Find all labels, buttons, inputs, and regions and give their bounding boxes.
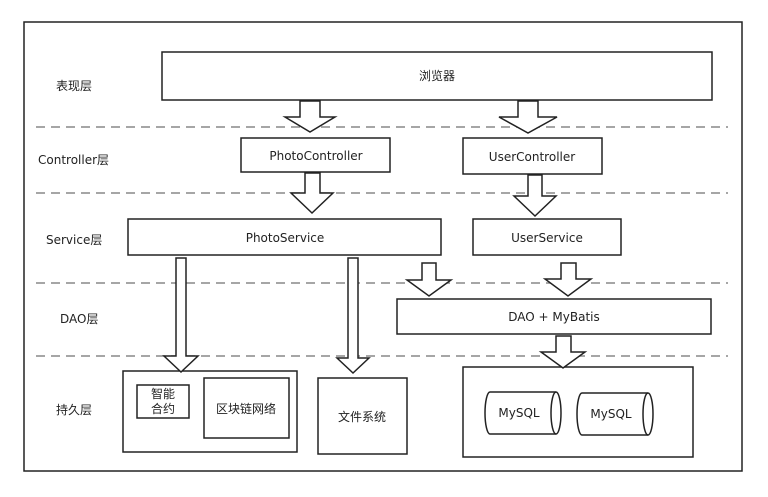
layer-separators	[36, 126, 728, 357]
mysql-cylinder-1	[484, 391, 562, 435]
arrow-user-service-to-dao	[542, 262, 594, 297]
arrow-dao-to-databases	[538, 335, 588, 369]
photo-service-box	[127, 218, 442, 256]
arrow-browser-to-user-controller	[498, 100, 558, 134]
photo-controller-box	[240, 137, 391, 173]
mysql-label-2: MySQL	[590, 407, 632, 421]
mysql-cylinder-2	[576, 392, 654, 436]
arrow-photo-service-to-dao	[404, 262, 454, 297]
smart-contract-label-line2: 合约	[151, 401, 175, 416]
arrow-photo-service-to-blockchain	[162, 257, 200, 374]
blockchain-network-box	[203, 377, 290, 439]
layer-label-dao: DAO层	[60, 312, 98, 326]
dao-mybatis-label: DAO + MyBatis	[508, 310, 600, 324]
blockchain-network-label: 区块链网络	[216, 401, 276, 416]
layer-label-service: Service层	[46, 233, 102, 247]
dao-mybatis-box	[396, 298, 712, 335]
photo-controller-label: PhotoController	[269, 149, 362, 163]
smart-contract-box	[136, 384, 190, 419]
mysql-label-1: MySQL	[498, 406, 540, 420]
layer-label-presentation: 表现层	[56, 79, 92, 93]
browser-label: 浏览器	[419, 68, 455, 83]
arrow-photo-service-to-file-system	[335, 257, 371, 375]
file-system-box	[317, 377, 408, 455]
layer-label-controller: Controller层	[38, 153, 109, 167]
browser-box	[161, 51, 713, 101]
user-controller-label: UserController	[489, 150, 575, 164]
arrow-browser-to-photo-controller	[282, 100, 338, 133]
user-controller-box	[462, 137, 603, 175]
photo-service-label: PhotoService	[246, 231, 325, 245]
file-system-label: 文件系统	[338, 409, 386, 424]
arrow-photo-controller-to-photo-service	[289, 172, 335, 215]
layer-label-persistence: 持久层	[56, 402, 92, 417]
user-service-label: UserService	[511, 231, 583, 245]
outer-frame	[23, 21, 743, 472]
smart-contract-label-line1: 智能	[151, 386, 175, 401]
user-service-box	[472, 218, 622, 256]
arrow-user-controller-to-user-service	[512, 174, 558, 218]
